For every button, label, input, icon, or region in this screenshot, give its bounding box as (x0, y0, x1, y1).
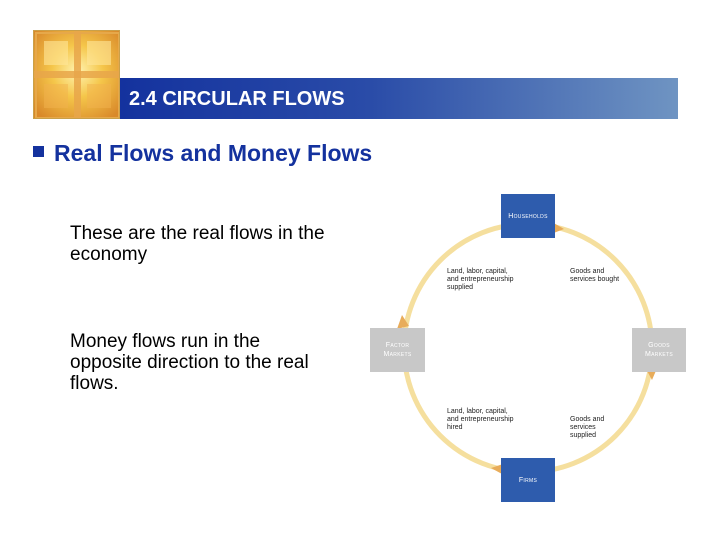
households-label: Households (508, 212, 548, 220)
arrow-to-firms-icon (491, 464, 503, 474)
slide-heading: Real Flows and Money Flows (54, 140, 373, 166)
slide-title: 2.4 CIRCULAR FLOWS (129, 88, 345, 110)
title-bar: 2.4 CIRCULAR FLOWS (120, 78, 678, 119)
factor-markets-node: Factor Markets (370, 328, 425, 372)
flow-label-line: Goods and (570, 416, 605, 423)
arrow-to-factor-markets-icon (397, 315, 409, 329)
flow-label-factors-hired: Land, labor, capital, and entrepreneursh… (447, 408, 514, 432)
bullet-square-icon (33, 146, 44, 157)
flow-label-line: and entrepreneurship (447, 276, 514, 283)
flow-label-line: services (570, 424, 596, 431)
paragraph-real-flows: These are the real flows in the economy (70, 223, 325, 265)
goods-markets-label-line1: Goods (648, 342, 670, 349)
circular-flow-diagram: Households Factor Markets Goods Markets … (365, 190, 690, 505)
firms-node: Firms (501, 458, 555, 502)
flow-label-line: and entrepreneurship (447, 416, 514, 423)
goods-markets-label-line2: Markets (645, 351, 673, 358)
goods-markets-node: Goods Markets (632, 328, 686, 372)
households-node: Households (501, 194, 555, 238)
flow-label-goods-bought: Goods and services bought (570, 268, 619, 284)
flow-label-line: Land, labor, capital, (447, 408, 508, 415)
flow-label-factors-supplied: Land, labor, capital, and entrepreneursh… (447, 268, 514, 292)
flow-label-line: supplied (570, 432, 597, 439)
flow-label-line: hired (447, 424, 463, 431)
firms-label: Firms (518, 476, 538, 484)
flow-label-line: Land, labor, capital, (447, 268, 508, 275)
factor-markets-label-line1: Factor (385, 342, 410, 349)
paragraph-money-flows: Money flows run in the opposite directio… (70, 331, 309, 394)
slide-logo (33, 30, 120, 119)
flow-label-line: services bought (570, 276, 620, 283)
flow-label-line: Goods and (570, 268, 605, 275)
factor-markets-label-line2: Markets (383, 351, 412, 358)
window-cross-logo (34, 31, 119, 118)
flow-label-goods-supplied: Goods and services supplied (570, 416, 604, 440)
flow-label-line: supplied (447, 284, 474, 291)
